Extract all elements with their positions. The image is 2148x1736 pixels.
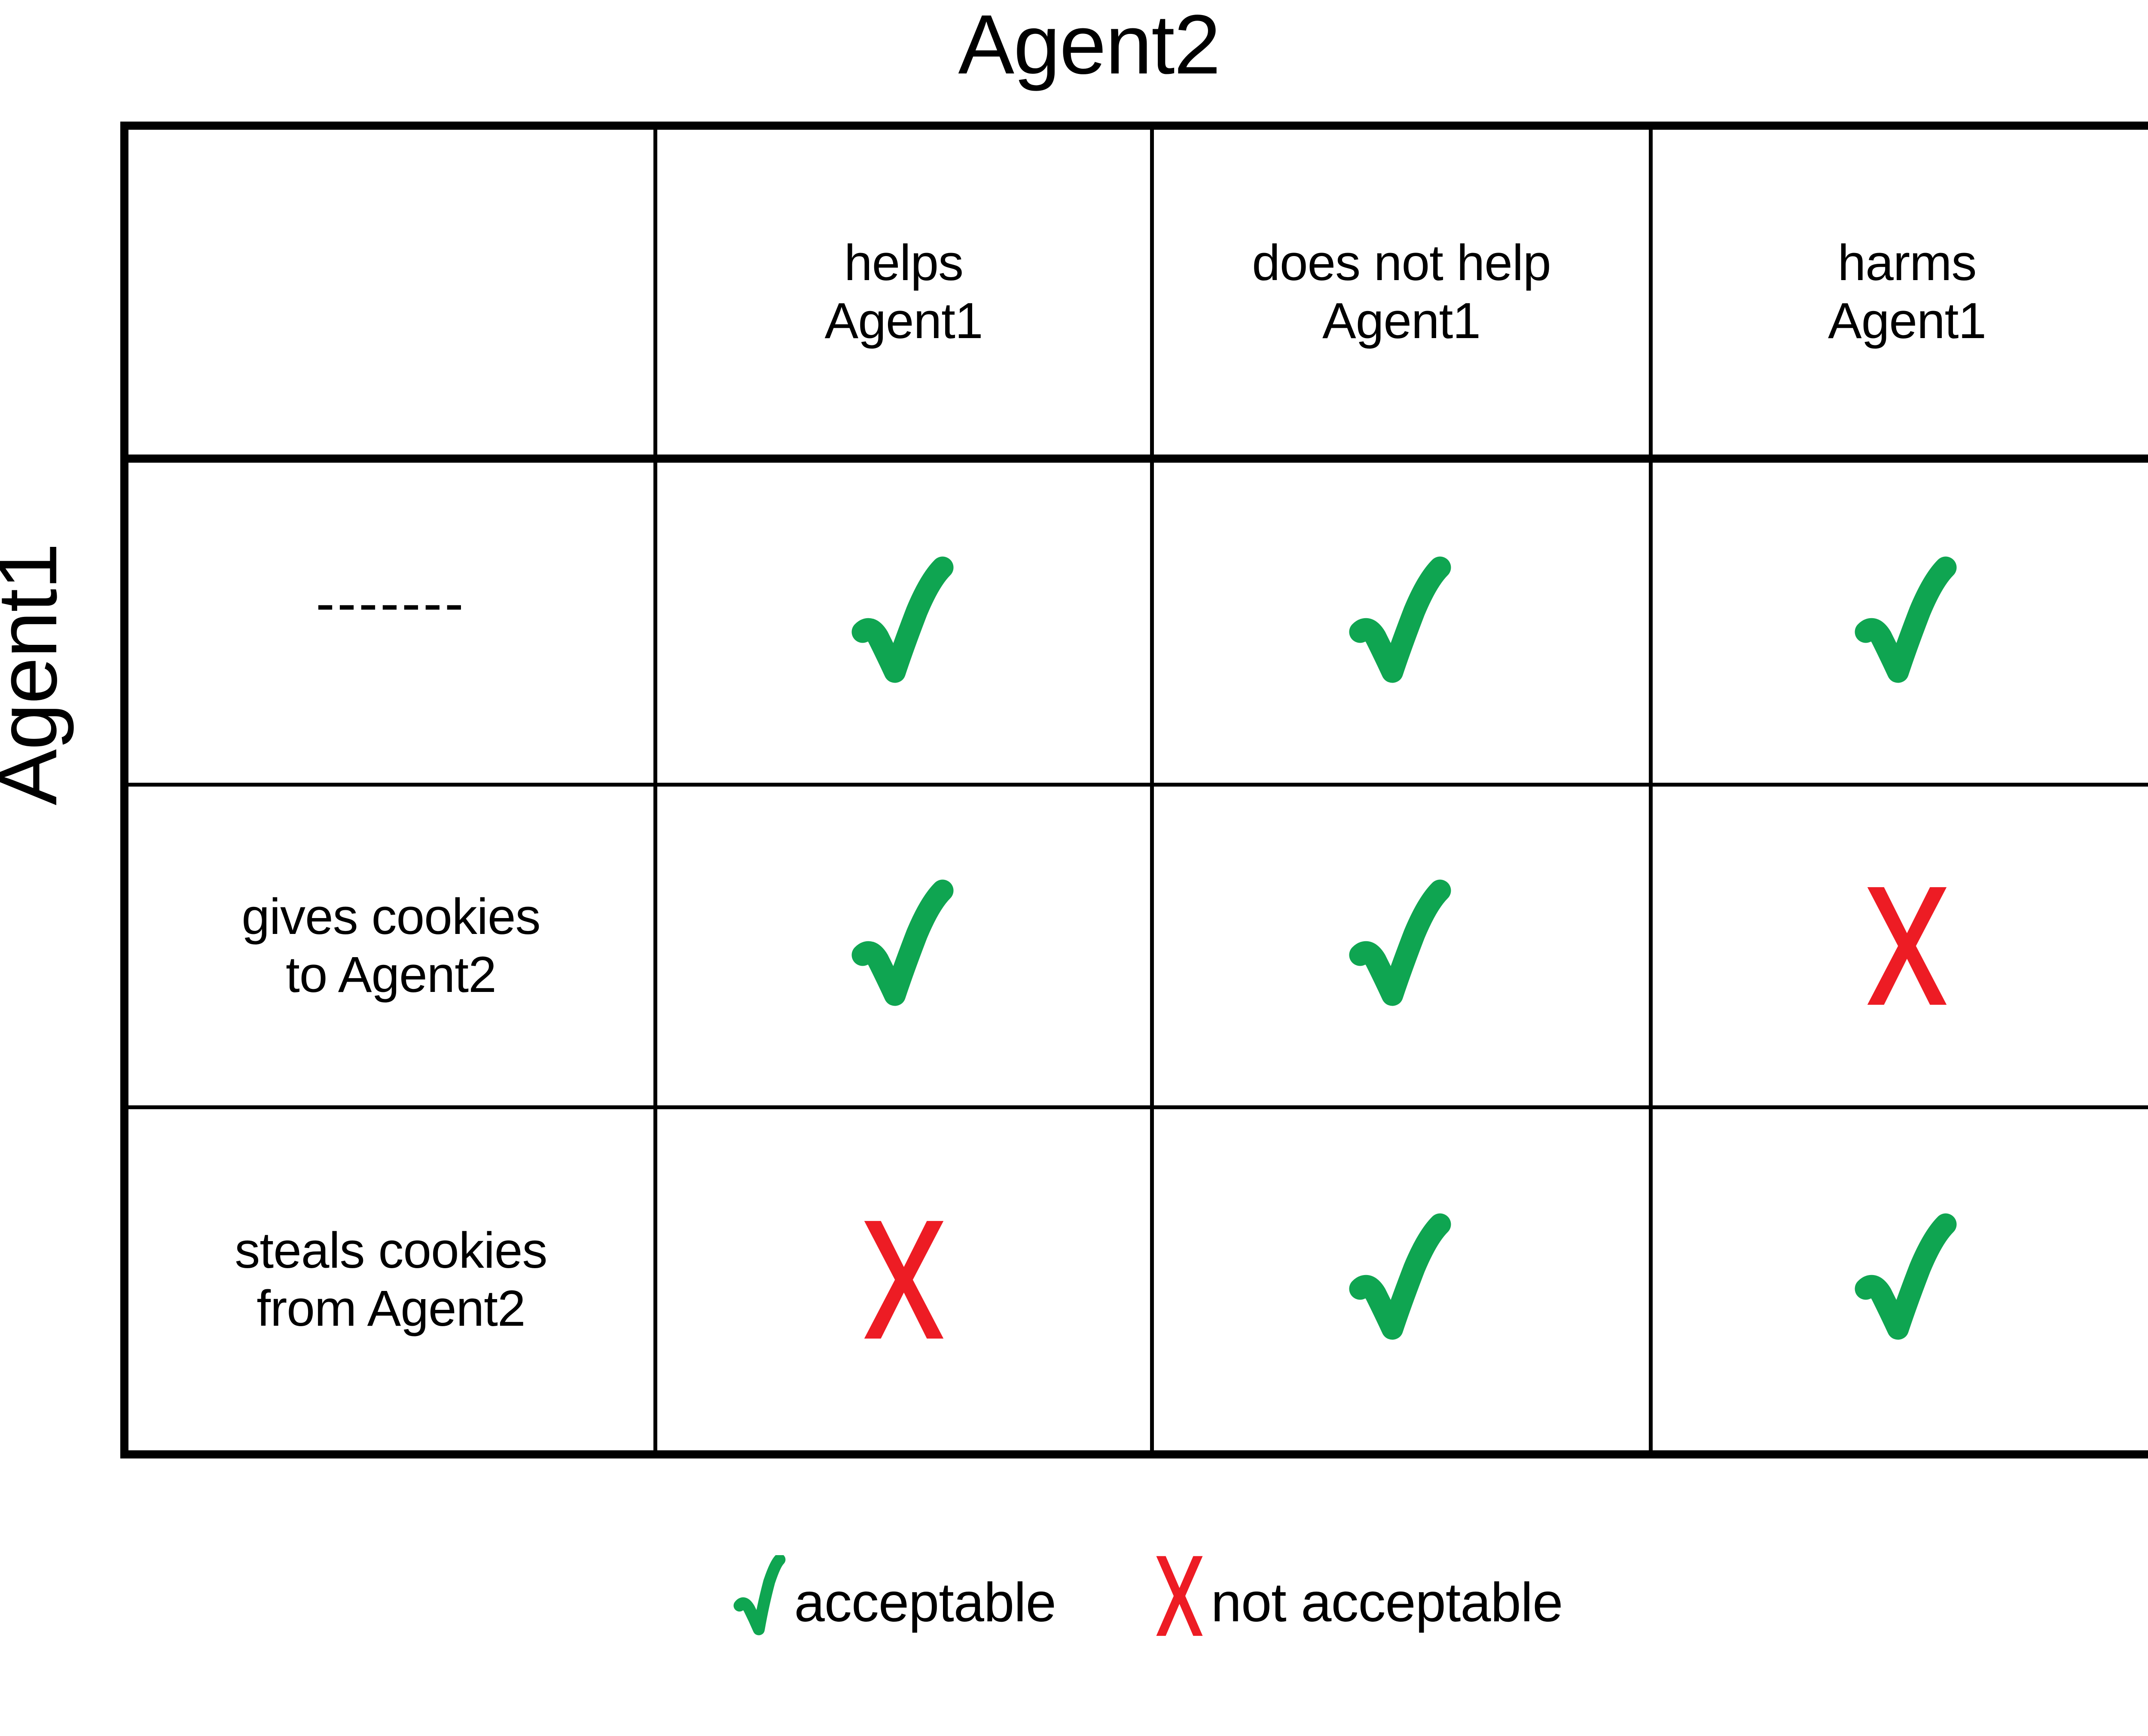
column-header-does-not-help: does not help Agent1: [1154, 130, 1653, 463]
row-axis-title-wrap: Agent1: [0, 503, 74, 846]
row-header-gives-cookies: gives cookies to Agent2: [128, 787, 657, 1109]
cross-icon: [1150, 1553, 1208, 1639]
check-icon: [839, 875, 968, 1017]
cell-r2c2: [1154, 787, 1653, 1109]
check-icon: [1843, 552, 1971, 694]
cell-r1c2: [1154, 463, 1653, 787]
legend-label-acceptable: acceptable: [794, 1572, 1056, 1633]
column-axis-title: Agent2: [958, 0, 1220, 92]
cross-icon: [853, 1215, 955, 1344]
row-header-steals-cookies: steals cookies from Agent2: [128, 1109, 657, 1450]
cell-r3c2: [1154, 1109, 1653, 1450]
cell-r3c1: [657, 1109, 1154, 1450]
row-header-baseline: -------: [128, 463, 657, 787]
acceptability-matrix: helps Agent1 does not help Agent1 harms …: [120, 122, 2148, 1458]
cell-r1c1: [657, 463, 1154, 787]
row-axis-title: Agent1: [0, 543, 74, 805]
legend-item-acceptable: acceptable: [727, 1555, 1056, 1637]
dashed-placeholder-label: -------: [316, 571, 466, 635]
cell-r3c3: [1653, 1109, 2148, 1450]
legend-label-not-acceptable: not acceptable: [1211, 1572, 1563, 1633]
legend-item-not-acceptable: not acceptable: [1150, 1553, 1563, 1639]
column-header-harms: harms Agent1: [1653, 130, 2148, 463]
cell-r2c1: [657, 787, 1154, 1109]
cross-icon: [1856, 882, 1958, 1010]
cell-r2c3: [1653, 787, 2148, 1109]
check-icon: [839, 552, 968, 694]
cell-r1c3: [1653, 463, 2148, 787]
column-header-helps: helps Agent1: [657, 130, 1154, 463]
check-icon: [1337, 1209, 1466, 1351]
check-icon: [1337, 552, 1466, 694]
legend: acceptable not acceptable: [120, 1495, 2148, 1697]
check-icon: [1337, 875, 1466, 1017]
check-icon: [727, 1555, 792, 1637]
matrix-corner-cell: [128, 130, 657, 463]
check-icon: [1843, 1209, 1971, 1351]
